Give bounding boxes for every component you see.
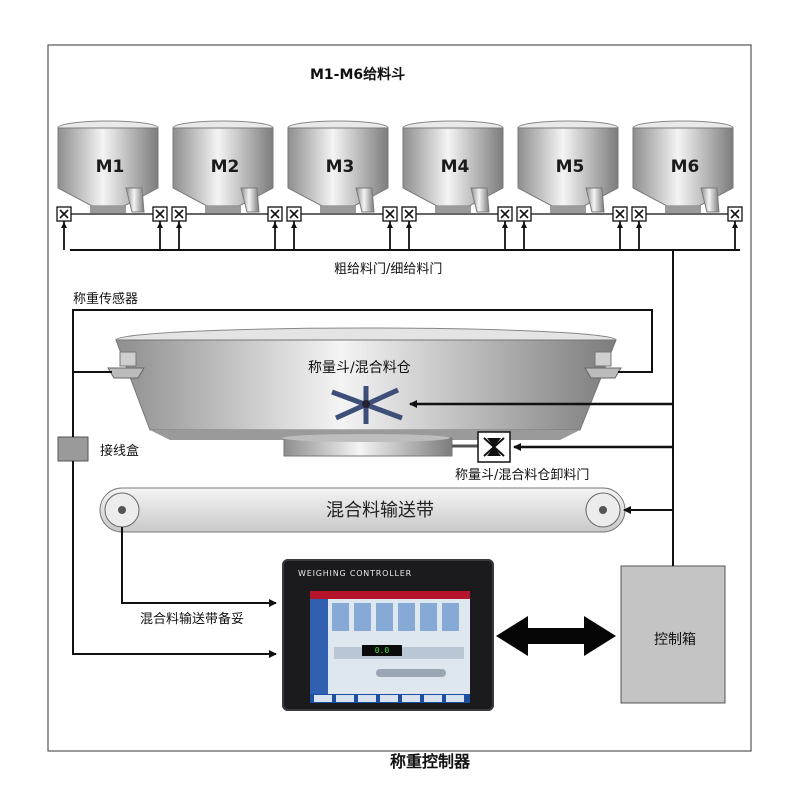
fine-gate-valve-icon (727, 206, 743, 250)
screen-button (446, 695, 464, 702)
page-title: M1-M6给料斗 (310, 67, 406, 83)
mixer-icon (331, 386, 403, 424)
fine-gate-valve-icon (497, 206, 513, 250)
junction-box (57, 436, 89, 462)
coarse-gate-valve-icon (171, 206, 187, 250)
screen-button (336, 695, 354, 702)
hopper-m6 (632, 120, 734, 215)
fine-gate-valve-icon (382, 206, 398, 250)
outer-frame (47, 44, 752, 752)
fine-gate-valve-icon (267, 206, 283, 250)
control-box (620, 565, 726, 704)
screen-button (358, 695, 376, 702)
conveyor-ready-label: 混合料输送带备妥 (140, 612, 245, 627)
discharge-gate-label: 称量斗/混合料仓卸料门 (455, 468, 590, 483)
controller-screen: 0.0 (310, 591, 470, 703)
hopper-m2 (172, 120, 274, 215)
control-box-label: 控制箱 (654, 632, 696, 648)
hopper-m1 (57, 120, 159, 215)
hopper-label: M3 (325, 157, 355, 177)
weigh-bin (107, 327, 622, 457)
load-cell-left (107, 351, 145, 379)
hopper-m5 (517, 120, 619, 215)
coarse-gate-valve-icon (631, 206, 647, 250)
screen-hopper-cell (354, 603, 371, 631)
screen-hopper-cell (376, 603, 393, 631)
screen-belt (376, 669, 446, 677)
screen-side-menu (310, 599, 328, 703)
hopper-m4 (402, 120, 504, 215)
wiring (72, 250, 674, 658)
coarse-gate-valve-icon (56, 206, 72, 250)
screen-button (314, 695, 332, 702)
conveyor-label: 混合料输送带 (326, 500, 434, 521)
hopper-group (56, 120, 743, 250)
fine-gate-valve-icon (612, 206, 628, 250)
controller-label: 称重控制器 (389, 752, 470, 771)
comm-double-arrow (496, 616, 616, 656)
screen-button (424, 695, 442, 702)
coarse-gate-valve-icon (401, 206, 417, 250)
screen-button (380, 695, 398, 702)
screen-hopper-cell (398, 603, 415, 631)
screen-weight-display: 0.0 (362, 645, 402, 656)
mix-conveyor (99, 487, 626, 533)
screen-hopper-cell (332, 603, 349, 631)
weigh-bin-label: 称量斗/混合料仓 (308, 360, 411, 376)
coarse-gate-valve-icon (286, 206, 302, 250)
screen-header (310, 591, 470, 599)
controller-brand: WEIGHING CONTROLLER (298, 569, 412, 578)
screen-hopper-cell (442, 603, 459, 631)
feed-gates-label: 粗给料门/细给料门 (334, 262, 443, 277)
weight-sensor-label: 称重传感器 (73, 292, 139, 307)
coarse-gate-valve-icon (516, 206, 532, 250)
fine-gate-valve-icon (152, 206, 168, 250)
load-cell-right (584, 351, 622, 379)
weighing-controller: WEIGHING CONTROLLER 0.0 (282, 559, 494, 711)
hopper-label: M4 (440, 157, 470, 177)
hopper-label: M5 (555, 157, 585, 177)
junction-box-label: 接线盒 (100, 444, 140, 459)
screen-button (402, 695, 420, 702)
hopper-label: M1 (95, 157, 125, 177)
hopper-label: M2 (210, 157, 240, 177)
hopper-label: M6 (670, 157, 700, 177)
screen-hopper-cell (420, 603, 437, 631)
hopper-m3 (287, 120, 389, 215)
discharge-gate-valve-icon (452, 431, 511, 463)
